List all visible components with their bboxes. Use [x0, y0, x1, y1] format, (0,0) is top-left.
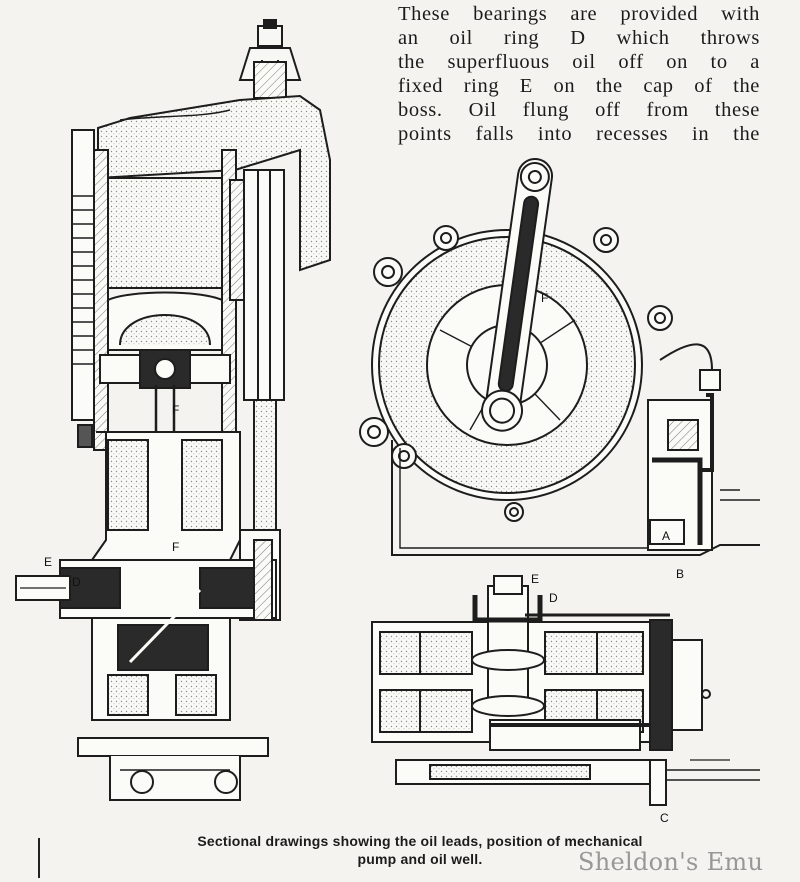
caption-line: pump and oil well.	[357, 851, 483, 867]
article-text: These bearings are provided with an oil …	[398, 2, 760, 146]
watermark: Sheldon's Emu	[578, 848, 764, 876]
label-D-plan: D	[549, 591, 558, 605]
article-line: points falls into recesses in the	[398, 123, 760, 145]
label-F-lower: F	[172, 540, 179, 554]
label-F-crank: F	[541, 291, 548, 305]
article-line: These bearings are provided with	[398, 3, 760, 25]
crankcase-elevation	[359, 157, 760, 556]
label-E-left: E	[44, 555, 52, 569]
label-A-well: A	[662, 529, 670, 543]
label-C-plan: C	[660, 811, 669, 825]
label-F-upper: F	[172, 403, 179, 417]
label-D-left: D	[72, 575, 81, 589]
caption-line: Sectional drawings showing the oil leads…	[197, 833, 643, 849]
engine-vertical-section	[15, 19, 331, 801]
label-E-plan: E	[531, 572, 539, 586]
plan-section	[371, 575, 760, 806]
article-line: the superfluous oil off on to a	[398, 51, 760, 73]
label-B-well: B	[676, 567, 684, 581]
article-line: fixed ring E on the cap of the	[398, 75, 760, 97]
figure-caption: Sectional drawings showing the oil leads…	[100, 832, 740, 868]
column-rule	[38, 838, 40, 878]
article-line: boss. Oil flung off from these	[398, 99, 760, 121]
article-line: an oil ring D which throws	[398, 27, 760, 49]
